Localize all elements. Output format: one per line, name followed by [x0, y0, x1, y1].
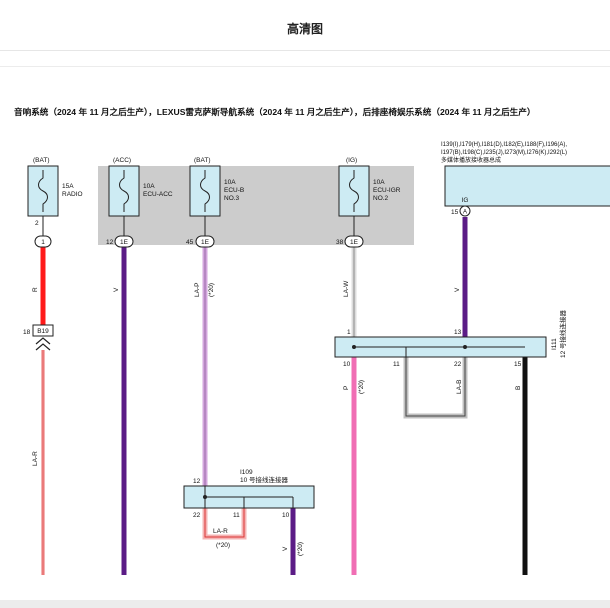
wire-note: (*20): [297, 542, 304, 556]
fuse-pin: 2: [35, 220, 39, 227]
connector-1e: [344, 235, 364, 248]
b19-label: B19: [37, 328, 49, 335]
connector-label: 1E: [201, 239, 210, 246]
connector-label: 1E: [120, 239, 129, 246]
connector-1e: [114, 235, 134, 248]
wire-label: LA-R: [32, 451, 39, 466]
fuse-name-2: NO.3: [224, 195, 240, 202]
connector-label: 1: [41, 239, 45, 246]
i111-pin: 10: [343, 361, 351, 368]
wire-label: V: [454, 287, 461, 292]
fuse-ecu-b: (BAT) 10A ECU-B NO.3 45 1E: [186, 157, 244, 248]
connector-label: A: [463, 210, 467, 216]
wire-label: LA-P: [194, 283, 201, 297]
i109-code: I109: [240, 469, 253, 476]
connector-1: [34, 235, 52, 248]
i109-name: 10 号接线连接器: [240, 475, 289, 484]
junction-i111: 1 13 10 11 22 15 I111 12 号接线连接器: [334, 309, 567, 368]
connector-pin: 38: [336, 239, 344, 246]
wire-label: V: [113, 287, 120, 292]
receiver-name: 多媒体播放接收器总成: [441, 156, 501, 164]
fuse-icon: [200, 170, 210, 212]
i111-pin: 1: [347, 329, 351, 336]
diagram-title: 音响系统（2024 年 11 月之后生产），LEXUS雷克萨斯导航系统（2024…: [14, 106, 535, 117]
fuse-rating: 10A: [143, 183, 155, 190]
connector-pin: 45: [186, 239, 194, 246]
fuse-rating: 10A: [224, 179, 236, 186]
wire-note: (*20): [358, 380, 365, 394]
wire-note: (*20): [208, 283, 215, 297]
receiver-body: [444, 165, 610, 207]
wire-label: LA-W: [343, 280, 350, 297]
wire-label: V: [282, 546, 289, 551]
fuse-name: ECU-ACC: [143, 191, 173, 198]
i111-pin: 11: [393, 361, 400, 368]
wire-label: LA-B: [456, 380, 463, 394]
chevron-icon: [35, 337, 51, 351]
fuse-rating: 10A: [373, 179, 385, 186]
fuse-icon: [119, 170, 129, 212]
splice-dot: [463, 345, 467, 349]
page-title: 高清图: [286, 22, 323, 36]
fuse-name-2: NO.2: [373, 195, 389, 202]
fuse-ecu-igr: (IG) 10A ECU-IGR NO.2 38 1E: [336, 157, 401, 248]
b19-body: [32, 324, 54, 337]
wire-label: R: [32, 287, 39, 292]
i111-pin: 13: [454, 329, 462, 336]
receiver-codes-line2: I197(B),I198(C),I235(J),I273(M),I276(K),…: [441, 150, 567, 156]
wire-label: P: [343, 386, 350, 390]
fuse-icon: [38, 170, 48, 212]
i111-pin: 15: [514, 361, 522, 368]
i109-pin: 12: [193, 478, 201, 485]
wire-label: LA-R: [213, 528, 228, 535]
i109-pin: 10: [282, 512, 290, 519]
i111-code: I111: [551, 338, 558, 350]
i111-name: 12 号接线连接器: [558, 309, 567, 358]
i109-pin: 11: [233, 512, 240, 519]
b19-pin: 18: [23, 329, 31, 336]
receiver-codes-line1: I139(I),I179(H),I181(D),I182(E),I188(F),…: [441, 142, 567, 148]
connector-b19: 18 B19: [23, 324, 54, 351]
multimedia-receiver: I139(I),I179(H),I181(D),I182(E),I188(F),…: [441, 142, 610, 217]
footer-bar: [0, 600, 610, 608]
fuse-source: (IG): [346, 157, 357, 164]
connector-a: [459, 205, 471, 217]
receiver-pin-label: IG: [462, 197, 469, 204]
wire-la-b-loop-tracer: [405, 357, 466, 417]
fuse-rating: 15A: [62, 183, 74, 190]
i109-pin: 22: [193, 512, 201, 519]
header-bar: 高清图: [0, 0, 610, 51]
receiver-pin-no: 15: [451, 209, 459, 216]
fuse-name: RADIO: [62, 191, 83, 198]
wire-note: (*20): [216, 542, 230, 549]
fuse-source: (BAT): [194, 157, 211, 164]
fuse-source: (BAT): [33, 157, 50, 164]
fuse-name: ECU-B: [224, 187, 244, 194]
fuse-name: ECU-IGR: [373, 187, 401, 194]
splice-dot: [203, 495, 207, 499]
connector-pin: 12: [106, 239, 114, 246]
wire-label: B: [515, 386, 522, 390]
fuse-ecu-acc: (ACC) 10A ECU-ACC 12 1E: [106, 157, 173, 248]
connector-1e: [195, 235, 215, 248]
fuse-icon: [349, 170, 359, 212]
junction-i109: I109 10 号接线连接器 12 22 11 10: [183, 469, 315, 519]
splice-dot: [352, 345, 356, 349]
connector-label: 1E: [350, 239, 359, 246]
i111-pin: 22: [454, 361, 462, 368]
fuse-radio: (BAT) 15A RADIO 2 1: [27, 157, 83, 248]
divider: [0, 66, 610, 67]
fuse-source: (ACC): [113, 157, 131, 164]
wire-la-r-loop-tracer: [204, 508, 245, 538]
